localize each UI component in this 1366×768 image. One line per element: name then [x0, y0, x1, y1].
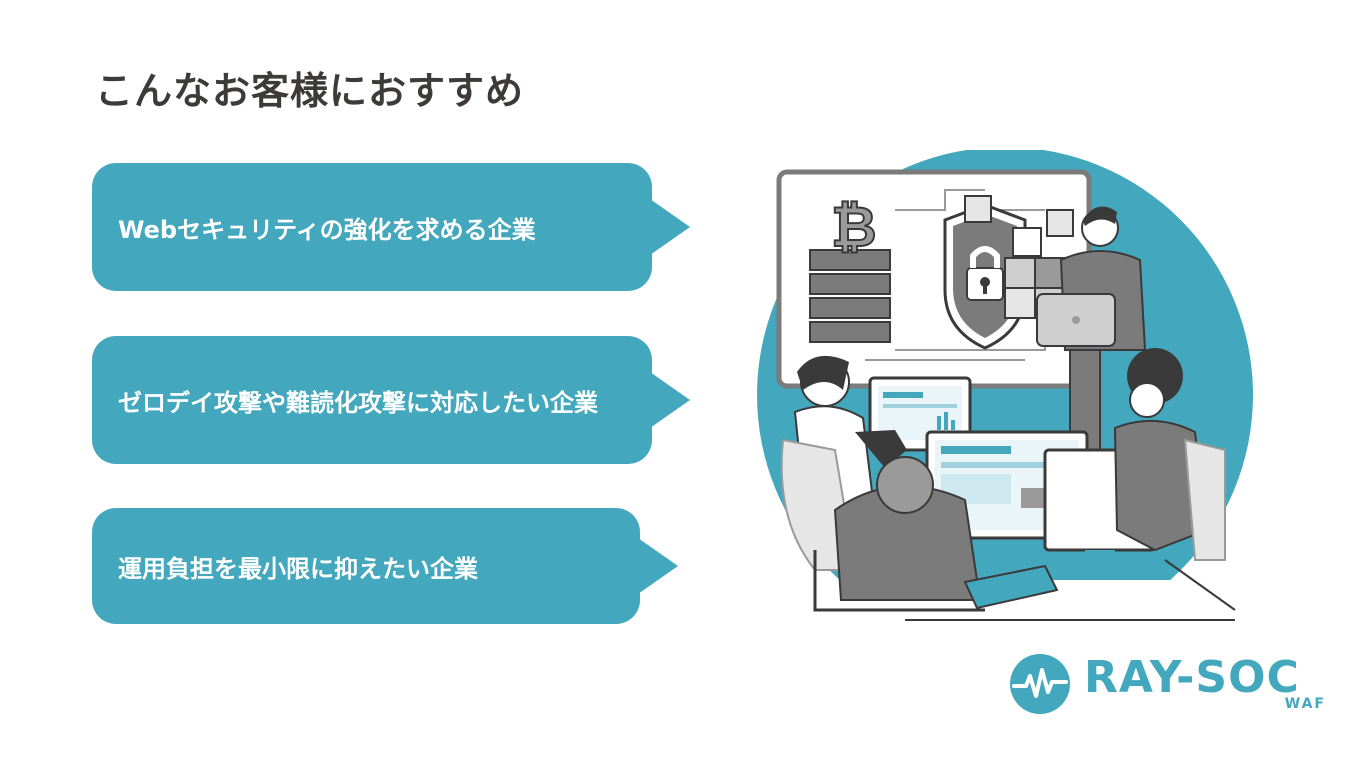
person-back-view	[813, 456, 985, 612]
recommendation-bubble-operation: 運用負担を最小限に抑えたい企業	[92, 508, 640, 624]
security-team-illustration: ₿	[745, 150, 1265, 640]
bubble-label: 運用負担を最小限に抑えたい企業	[118, 554, 478, 583]
keyboard-icon	[963, 564, 1059, 610]
svg-text:₿: ₿	[831, 195, 877, 260]
bubble-label: ゼロデイ攻撃や難読化攻撃に対応したい企業	[118, 388, 598, 417]
logo-text: RAY-SOC	[1084, 652, 1300, 703]
bitcoin-icon: ₿	[830, 194, 878, 261]
recommendation-bubble-web-security: Webセキュリティの強化を求める企業	[92, 163, 652, 291]
server-stack-icon	[809, 249, 891, 343]
ray-soc-logo: RAY-SOC WAF	[1008, 652, 1338, 716]
logo-subtext: WAF	[1284, 696, 1326, 712]
pulse-circle-logo-icon	[1010, 654, 1070, 714]
recommendation-bubble-zero-day: ゼロデイ攻撃や難読化攻撃に対応したい企業	[92, 336, 652, 464]
page-title: こんなお客様におすすめ	[95, 69, 525, 113]
person-seated-right	[1113, 348, 1226, 561]
bubble-label: Webセキュリティの強化を求める企業	[118, 215, 536, 244]
